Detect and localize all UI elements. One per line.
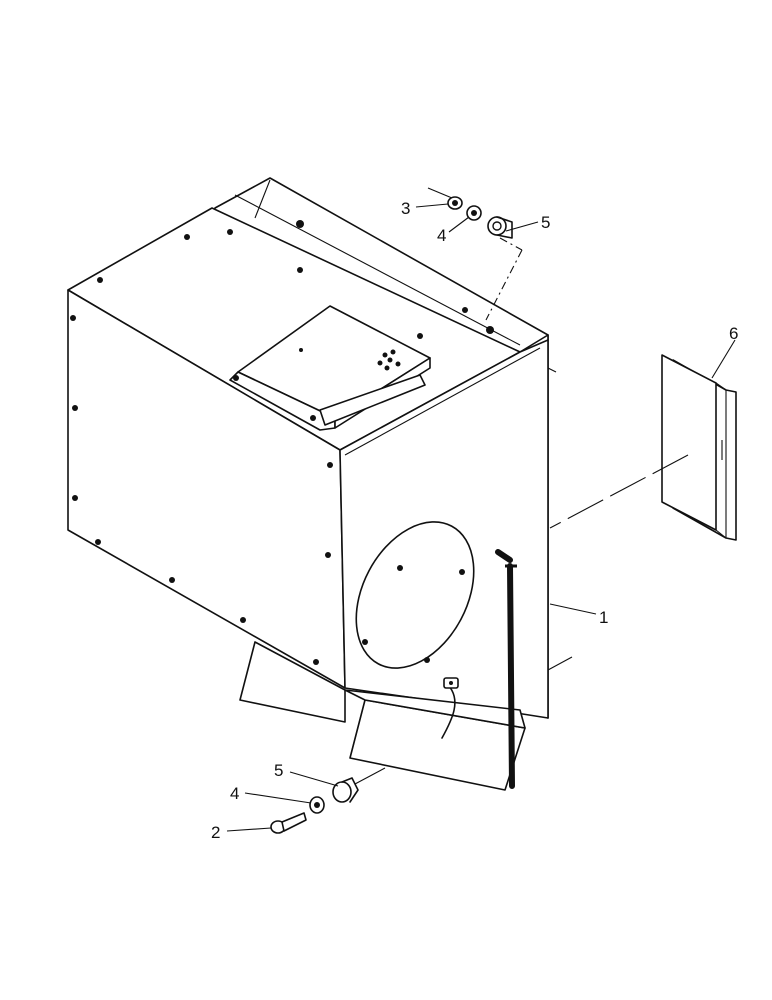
bottom-hardware [270,767,386,834]
bolt-bottom [270,812,307,834]
washer-top [466,205,482,221]
vertical-rod [495,549,517,789]
latch [441,677,459,739]
filter-pad [549,354,737,541]
callout-3: 3 [401,199,410,218]
top-access-cover [229,305,431,431]
bushing-bottom [332,777,359,803]
housing-assembly [67,177,573,791]
callout-6: 6 [729,324,738,343]
callout-leaders [226,203,736,832]
top-hardware [427,187,523,321]
callout-5-bottom: 5 [274,761,283,780]
bottom-chute [239,641,526,791]
washer-bottom [309,796,325,814]
nut-top [447,196,463,210]
callout-1: 1 [599,608,608,627]
round-port-cover [355,521,475,669]
bushing-top [487,216,513,239]
callout-4-top: 4 [437,226,446,245]
callout-4-bottom: 4 [230,784,239,803]
callout-2: 2 [211,823,220,842]
callout-5-top: 5 [541,213,550,232]
housing-rivets [70,229,468,665]
